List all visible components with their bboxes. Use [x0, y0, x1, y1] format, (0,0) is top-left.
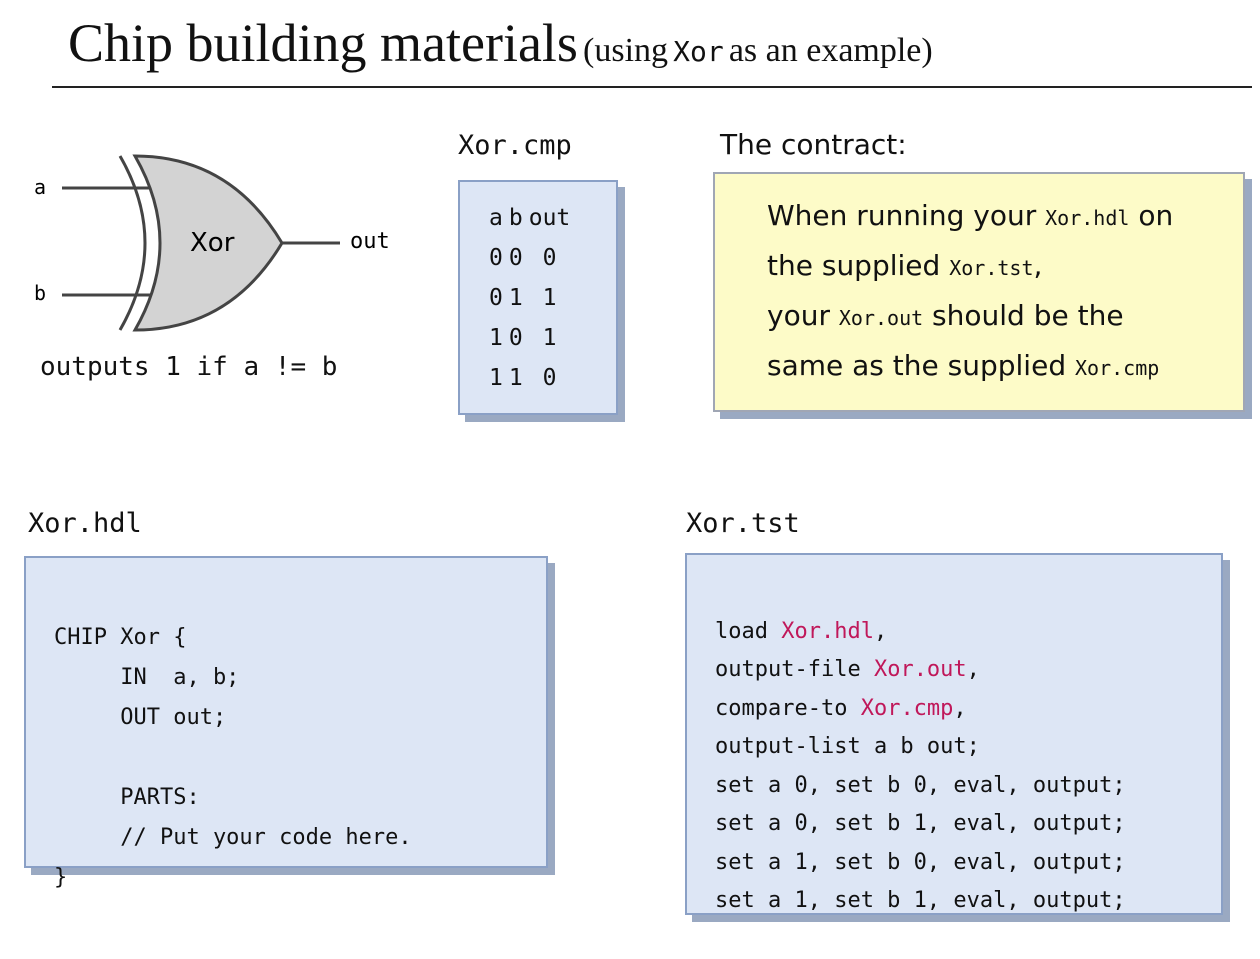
code-line: output-list a b out;	[715, 734, 980, 759]
code-line: OUT out;	[54, 705, 227, 730]
contract-text: the supplied	[767, 249, 950, 282]
code-text: output-file	[715, 657, 874, 682]
table-cell: 1	[489, 325, 503, 351]
table-cell: 0	[508, 245, 523, 271]
xor-extra-curve	[118, 155, 147, 331]
code-text: ,	[966, 657, 980, 682]
table-cell: 0	[542, 245, 557, 271]
contract-text: on	[1129, 199, 1174, 232]
table-cell: 0	[542, 365, 557, 391]
table-cell: 1	[489, 365, 503, 391]
cmp-file-label: Xor.cmp	[458, 130, 572, 161]
code-filename: Xor.cmp	[860, 695, 954, 721]
contract-text: same as the supplied	[767, 349, 1075, 382]
contract-text: ,	[1033, 249, 1043, 282]
header-cell: b	[508, 205, 523, 231]
contract-line: same as the supplied Xor.cmp	[767, 342, 1243, 392]
code-line: set a 0, set b 0, eval, output;	[715, 772, 1126, 798]
title-sub-code: Xor	[673, 35, 724, 68]
xor-gate-body	[132, 154, 284, 332]
contract-line: your Xor.out should be the	[767, 292, 1243, 342]
truth-table-header: a b out	[486, 198, 573, 238]
tst-file-label: Xor.tst	[686, 508, 800, 539]
table-cell: 1	[508, 285, 523, 311]
code-line: CHIP Xor {	[54, 625, 187, 650]
contract-text: your	[767, 299, 839, 332]
cmp-file-panel	[458, 180, 618, 415]
code-line: // Put your code here.	[54, 825, 412, 850]
table-cell: 1	[508, 365, 523, 391]
table-row: 1 1 0	[486, 358, 573, 398]
code-line	[54, 738, 412, 778]
truth-table: a b out 0 0 0 0 1 1 1 0 1 1 1 0	[486, 198, 573, 398]
contract-code: Xor.tst	[949, 256, 1034, 280]
gate-name: Xor	[190, 228, 235, 258]
tst-file-panel	[685, 553, 1223, 915]
code-line: load Xor.hdl,	[715, 613, 1126, 652]
hdl-code-block: CHIP Xor { IN a, b; OUT out; PARTS: // P…	[54, 578, 412, 938]
code-filename: Xor.hdl	[781, 618, 874, 644]
hdl-file-panel	[24, 556, 548, 868]
code-line: PARTS:	[54, 785, 200, 810]
contract-text: should be the	[923, 299, 1124, 332]
code-text: ,	[953, 695, 967, 721]
xor-gate-diagram: a b Xor out	[34, 154, 390, 332]
table-row: 1 0 1	[486, 318, 573, 358]
input-b-label: b	[34, 281, 46, 305]
title-sub-close: as an example)	[728, 32, 933, 69]
contract-text: When running your	[767, 199, 1046, 232]
table-cell: 0	[489, 285, 503, 311]
contract-label: The contract:	[720, 128, 907, 161]
table-cell: 1	[542, 325, 557, 351]
code-line: set a 1, set b 1, eval, output;	[715, 888, 1126, 913]
title-underline	[52, 86, 1252, 88]
title-sub-open: (using	[583, 32, 669, 69]
page-title: Chip building materials (using Xor as an…	[68, 12, 933, 74]
code-line: }	[54, 865, 68, 890]
contract-code: Xor.cmp	[1075, 356, 1160, 380]
table-cell: 0	[489, 245, 503, 271]
contract-panel: When running your Xor.hdl on the supplie…	[713, 172, 1245, 412]
gate-caption: outputs 1 if a != b	[40, 352, 338, 382]
output-label: out	[350, 229, 390, 254]
contract-code: Xor.out	[838, 306, 924, 330]
code-filename: Xor.out	[873, 657, 967, 682]
code-line: output-file Xor.out,	[715, 651, 1126, 690]
header-cell: out	[528, 205, 571, 231]
code-line: set a 1, set b 0, eval, output;	[715, 849, 1126, 875]
tst-code-block: load Xor.hdl,output-file Xor.out,compare…	[715, 574, 1126, 959]
hdl-file-label: Xor.hdl	[28, 508, 142, 539]
header-cell: a	[489, 205, 503, 231]
title-main: Chip building materials	[68, 13, 578, 73]
code-text: compare-to	[715, 695, 861, 721]
table-row: 0 0 0	[486, 238, 573, 278]
code-line: IN a, b;	[54, 665, 240, 690]
table-cell: 0	[508, 325, 523, 351]
code-text: load	[715, 618, 782, 644]
input-a-label: a	[34, 175, 46, 199]
contract-code: Xor.hdl	[1045, 206, 1130, 230]
code-line: compare-to Xor.cmp,	[715, 690, 1126, 729]
contract-line: the supplied Xor.tst,	[767, 242, 1243, 292]
table-cell: 1	[542, 285, 557, 311]
contract-line: When running your Xor.hdl on	[767, 192, 1243, 242]
table-row: 0 1 1	[486, 278, 573, 318]
code-line: set a 0, set b 1, eval, output;	[715, 811, 1126, 836]
code-text: ,	[873, 618, 888, 644]
